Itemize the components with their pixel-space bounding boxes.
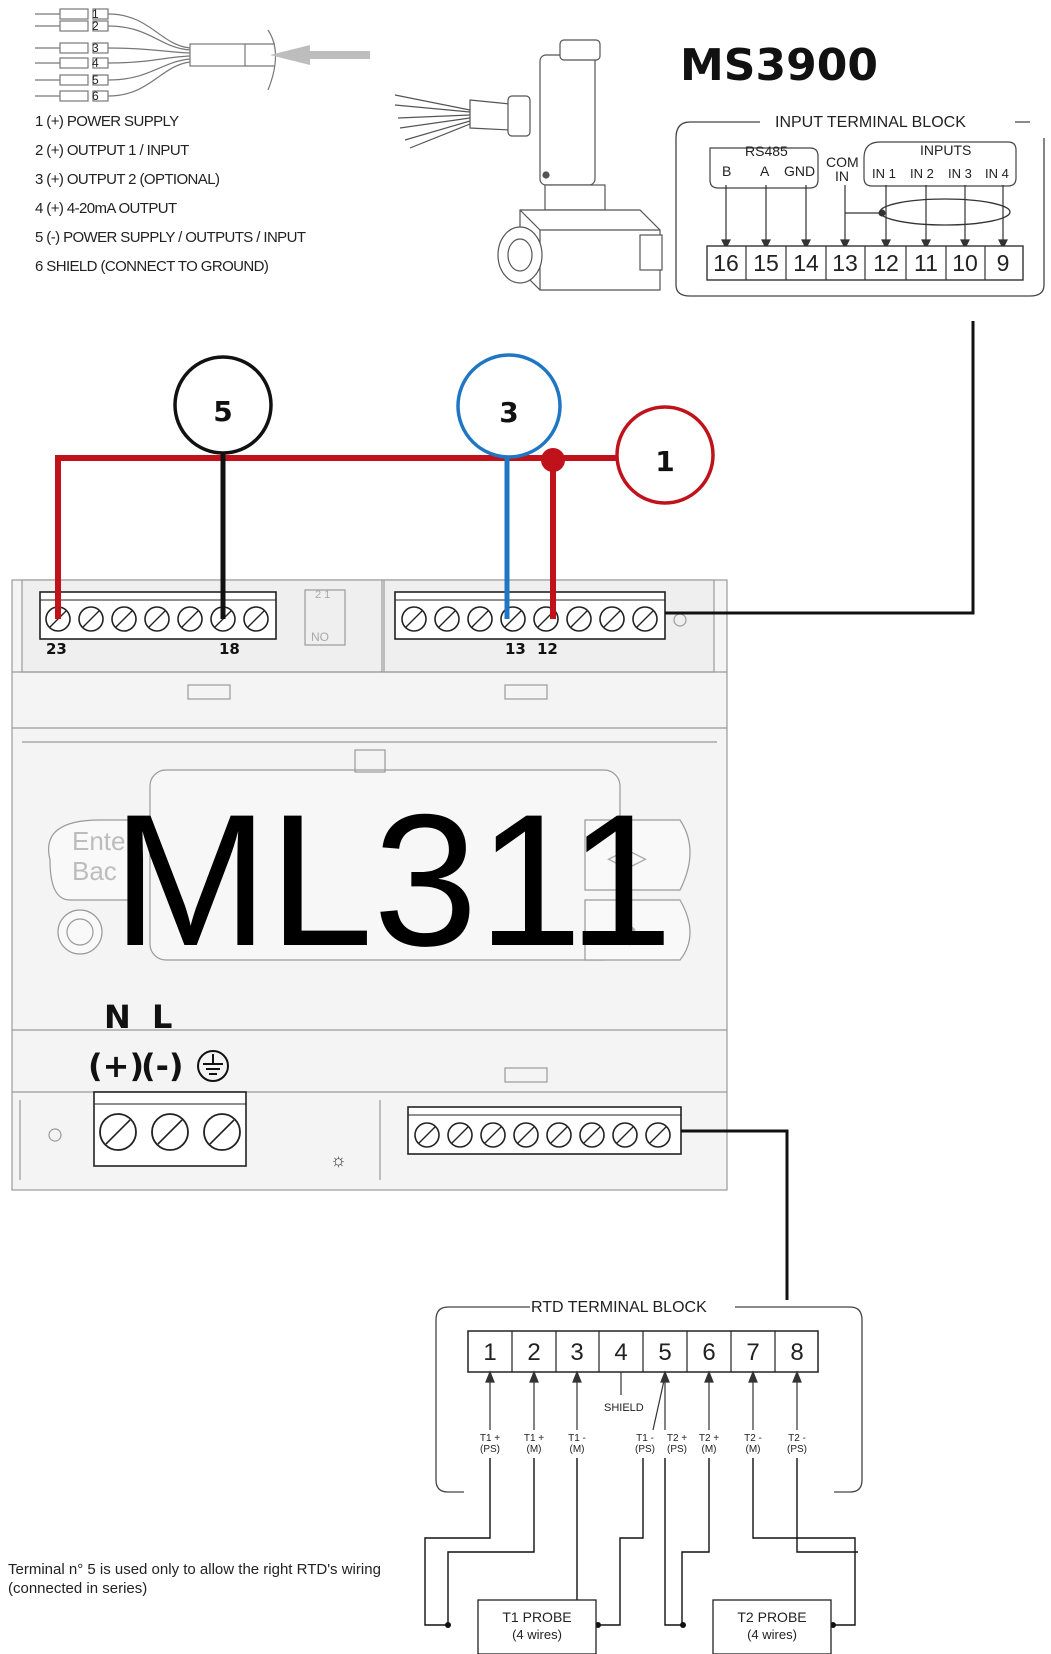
- terminal-label-23: 23: [46, 640, 67, 658]
- rtd-terminal-number: 3: [570, 1339, 583, 1366]
- dip-label: NO: [311, 630, 329, 644]
- wire-marker-blue: 3: [456, 353, 562, 459]
- rtd-terminal-number: 4: [614, 1339, 627, 1366]
- power-terminal-block: [93, 1091, 247, 1167]
- pin-label: 4: [92, 56, 99, 70]
- rtd-terminal-number: 2: [527, 1339, 540, 1366]
- input-terminal-number: 11: [914, 250, 938, 276]
- rtd-terminal-number: 5: [658, 1339, 671, 1366]
- rtd-wire-label: (PS): [787, 1444, 807, 1455]
- light-icon: ☼: [330, 1150, 347, 1170]
- svg-text:1: 1: [655, 445, 674, 478]
- input-terminal-number: 14: [793, 250, 819, 276]
- rs485-label: RS485: [745, 143, 788, 159]
- input-block-title: INPUT TERMINAL BLOCK: [775, 114, 966, 131]
- rs485-pin: B: [722, 163, 731, 179]
- neutral-label: N: [104, 998, 131, 1036]
- input-terminal-block: INPUT TERMINAL BLOCK RS485 B A GND COM I…: [675, 114, 1045, 297]
- rtd-wire-label: T1 -: [568, 1433, 586, 1444]
- cable-legend-2: 2 (+) OUTPUT 1 / INPUT: [35, 142, 189, 159]
- pin-label: 5: [92, 73, 99, 87]
- t1-probe-label: T1 PROBE: [502, 1609, 571, 1625]
- input-terminal-number: 15: [753, 250, 779, 276]
- terminal-label-18: 18: [219, 640, 240, 658]
- com-label: COM: [826, 154, 859, 170]
- sensor-model: MS3900: [680, 40, 878, 91]
- svg-text:5: 5: [213, 395, 232, 428]
- t2-probe-label: T2 PROBE: [737, 1609, 806, 1625]
- terminal-strip-rtd: [407, 1106, 682, 1155]
- wires: [55, 321, 975, 1300]
- cable-pinout: 1 2 3 4 5 6 1 (+) POWER SUPPLY 2 (+) OUT…: [35, 7, 370, 275]
- wire-marker-black: 5: [173, 355, 273, 455]
- terminal-label-12: 12: [537, 640, 558, 658]
- rtd-terminal-block: RTD TERMINAL BLOCK 1 2 3 4 5 6 7 8 SHIEL…: [424, 1299, 863, 1654]
- rtd-terminal-number: 8: [790, 1339, 803, 1366]
- rtd-wire-label: T2 -: [788, 1433, 806, 1444]
- rtd-note: Terminal n° 5 is used only to allow the …: [8, 1561, 381, 1597]
- rtd-wire-label: T2 +: [699, 1433, 719, 1444]
- dip-numbers: 2 1: [315, 589, 330, 601]
- rtd-wire-label: T2 +: [667, 1433, 687, 1444]
- input-pin: IN 2: [910, 166, 934, 181]
- cable-legend-6: 6 SHIELD (CONNECT TO GROUND): [35, 258, 269, 275]
- pin-label: 2: [92, 19, 99, 33]
- rtd-wire-label: (PS): [667, 1444, 687, 1455]
- ground-icon: [197, 1050, 229, 1082]
- input-terminal-number: 16: [713, 250, 739, 276]
- rtd-wire-label: T1 +: [480, 1433, 500, 1444]
- cable-legend-5: 5 (-) POWER SUPPLY / OUTPUTS / INPUT: [35, 229, 306, 246]
- input-terminal-number: 13: [832, 250, 858, 276]
- pin-label: 6: [92, 89, 99, 103]
- input-terminal-number: 12: [873, 250, 899, 276]
- input-terminal-number: 10: [952, 250, 978, 276]
- inputs-label: INPUTS: [920, 142, 971, 158]
- shield-label: SHIELD: [604, 1402, 644, 1414]
- line-label: L: [152, 998, 172, 1036]
- panel-text-back: Bac: [72, 856, 117, 886]
- pin-label: 1: [92, 7, 99, 21]
- rtd-terminal-number: 6: [702, 1339, 715, 1366]
- rtd-terminal-number: 1: [483, 1339, 496, 1366]
- rtd-wire-label: (PS): [480, 1444, 500, 1455]
- rtd-wire-label: (M): [746, 1444, 761, 1455]
- cable-legend-1: 1 (+) POWER SUPPLY: [35, 113, 179, 130]
- rtd-wire-label: (M): [702, 1444, 717, 1455]
- rtd-wire-label: (M): [570, 1444, 585, 1455]
- com-label: IN: [835, 168, 849, 184]
- t1-probe-wires: (4 wires): [512, 1627, 562, 1642]
- t2-probe-wires: (4 wires): [747, 1627, 797, 1642]
- arrows-lr-icon: ◁▷: [607, 842, 647, 872]
- rs485-pin: GND: [784, 163, 815, 179]
- arrows-ud-icon: ⇕: [618, 920, 641, 951]
- rtd-block-title: RTD TERMINAL BLOCK: [531, 1299, 707, 1316]
- rtd-wire-label: (PS): [635, 1444, 655, 1455]
- rtd-wire-label: T1 +: [524, 1433, 544, 1444]
- rtd-terminal-number: 7: [746, 1339, 759, 1366]
- panel-text-enter: Ente: [72, 826, 126, 856]
- minus-label: (-): [141, 1047, 184, 1085]
- cable-legend-3: 3 (+) OUTPUT 2 (OPTIONAL): [35, 171, 220, 188]
- input-pin: IN 4: [985, 166, 1009, 181]
- controller-model: ML311: [112, 775, 673, 985]
- rtd-wire-label: T1 -: [636, 1433, 654, 1444]
- sensor-drawing: [394, 39, 663, 291]
- input-pin: IN 3: [948, 166, 972, 181]
- wire-marker-red: 1: [615, 405, 715, 505]
- junction-dot: [541, 448, 565, 472]
- rtd-wire-label: (M): [527, 1444, 542, 1455]
- svg-text:3: 3: [499, 396, 518, 429]
- plus-label: (+): [88, 1047, 144, 1085]
- cable-legend-4: 4 (+) 4-20mA OUTPUT: [35, 200, 177, 217]
- terminal-label-13: 13: [505, 640, 526, 658]
- terminal-strip-inputs: 13 12: [394, 591, 666, 658]
- rtd-wire-label: T2 -: [744, 1433, 762, 1444]
- input-pin: IN 1: [872, 166, 896, 181]
- input-terminal-number: 9: [997, 250, 1010, 276]
- pin-label: 3: [92, 41, 99, 55]
- rs485-pin: A: [760, 163, 770, 179]
